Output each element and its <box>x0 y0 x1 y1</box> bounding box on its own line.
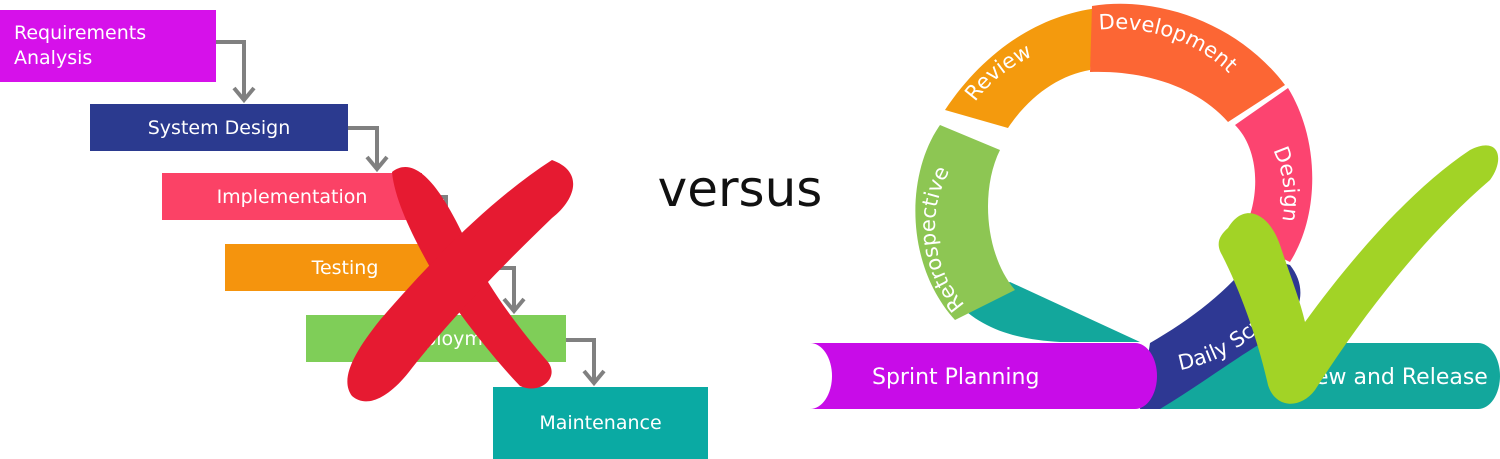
segment-development <box>1090 3 1285 123</box>
sprint-planning-label: Sprint Planning <box>872 365 1039 390</box>
retro-connector <box>955 282 1140 342</box>
stage-maintenance: Maintenance <box>493 387 708 459</box>
stage-label: System Design <box>147 116 291 139</box>
segment-review <box>945 8 1098 128</box>
stage-system-design: System Design <box>90 104 348 151</box>
arrowhead-1 <box>232 86 256 104</box>
arrowhead-5 <box>582 369 606 387</box>
stage-label: Requirements Analysis <box>14 22 147 69</box>
segment-retrospective <box>915 125 1015 320</box>
arrowhead-4 <box>502 297 526 315</box>
arrow-step-2 <box>348 126 379 167</box>
stage-label: Testing <box>311 256 379 279</box>
stage-label: Maintenance <box>539 412 662 434</box>
arrow-step-1 <box>216 40 246 98</box>
stage-implementation: Implementation <box>162 173 422 220</box>
arrowhead-2 <box>365 155 389 173</box>
stage-label: Implementation <box>216 185 368 208</box>
review-release-bar <box>1150 343 1500 409</box>
arrow-step-5 <box>566 338 596 381</box>
sprint-planning-bar <box>810 343 1157 409</box>
versus-label: versus <box>657 160 823 218</box>
stage-requirements-analysis: Requirements Analysis <box>0 10 216 82</box>
